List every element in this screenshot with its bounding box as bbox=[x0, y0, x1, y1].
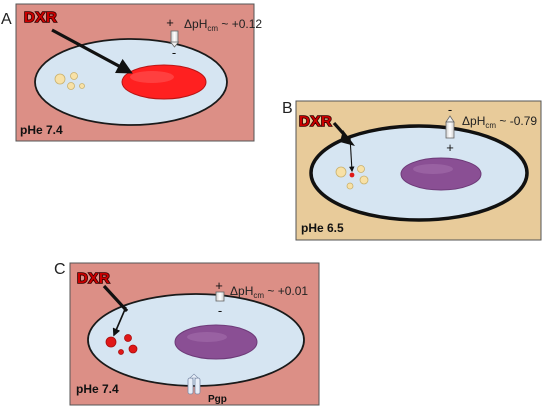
delta-ph-subscript: cm bbox=[207, 24, 218, 33]
panel-a-letter: A bbox=[1, 11, 12, 28]
panel-b-letter: B bbox=[282, 100, 293, 117]
panel-a-sign-bottom: - bbox=[172, 45, 176, 60]
drug-vesicle bbox=[128, 344, 138, 354]
channel-body bbox=[445, 121, 455, 139]
panel-c-nucleus bbox=[174, 324, 258, 360]
pgp-pump-left bbox=[187, 377, 194, 395]
delta-ph-prefix: ΔpH bbox=[462, 114, 485, 128]
drug-vesicle bbox=[105, 336, 117, 348]
panel-c-letter: C bbox=[54, 261, 66, 278]
vesicle bbox=[335, 166, 347, 178]
vesicle bbox=[346, 182, 354, 190]
panel-a-ph-label: pHe 7.4 bbox=[20, 123, 63, 137]
channel-arrow-icon bbox=[169, 41, 180, 48]
panel-c-ph-label: pHe 7.4 bbox=[76, 382, 119, 396]
panel-c-drug-arrow bbox=[102, 284, 129, 313]
panel-a-vesicles bbox=[54, 72, 85, 90]
panel-b-sign-top: - bbox=[448, 102, 452, 117]
channel-body bbox=[215, 291, 225, 302]
delta-ph-subscript: cm bbox=[485, 121, 496, 130]
panel-c-sign-top: + bbox=[215, 278, 223, 293]
panel-a-sign-top: + bbox=[166, 15, 174, 30]
delta-ph-subscript: cm bbox=[253, 291, 264, 300]
pgp-pump-arrow-icon bbox=[189, 373, 199, 379]
panel-b: B DXR - + ΔpHcm ~ -0.79 pHe 6.5 bbox=[282, 100, 542, 241]
panel-a-nucleus-highlight bbox=[130, 71, 174, 83]
panel-b-delta-ph: ΔpHcm ~ -0.79 bbox=[462, 114, 537, 130]
delta-ph-value: ~ +0.01 bbox=[264, 284, 308, 298]
vesicle bbox=[359, 175, 369, 185]
drug-vesicle bbox=[124, 334, 132, 342]
panel-b-drug-dot bbox=[349, 172, 355, 178]
panel-c-sign-bottom: - bbox=[218, 303, 222, 318]
panel-c-proton-channel bbox=[215, 291, 225, 302]
panel-c-drug-arrow-tail bbox=[112, 306, 127, 337]
panel-b-vesicles bbox=[335, 165, 369, 190]
delta-ph-value: ~ -0.79 bbox=[496, 114, 537, 128]
vesicle bbox=[70, 72, 78, 80]
panel-a-drug-arrow bbox=[51, 28, 133, 74]
vesicle bbox=[357, 165, 365, 173]
panel-b-arrowhead-icon bbox=[340, 130, 355, 146]
vesicle bbox=[79, 83, 85, 89]
panel-a-drug-label: DXR bbox=[24, 9, 57, 26]
pgp-pump-icon bbox=[187, 373, 201, 395]
delta-ph-value: ~ +0.12 bbox=[218, 17, 262, 31]
delta-ph-prefix: ΔpH bbox=[230, 284, 253, 298]
panel-b-sign-bottom: + bbox=[446, 140, 454, 155]
panel-c-drug-vesicles bbox=[105, 334, 138, 355]
vesicle bbox=[67, 82, 75, 90]
channel-body bbox=[170, 30, 179, 44]
panel-c-nucleus-highlight bbox=[187, 332, 227, 342]
panel-b-ph-label: pHe 6.5 bbox=[301, 221, 344, 235]
panel-c-drug-label: DXR bbox=[77, 270, 110, 287]
panel-c: C DXR + - ΔpHcm ~ +0.01 Pgp pHe 7.4 bbox=[54, 261, 320, 406]
panel-b-drug-label: DXR bbox=[299, 113, 332, 130]
panel-a: A DXR + - ΔpHcm ~ +0.12 pHe 7.4 bbox=[1, 3, 262, 142]
panel-b-proton-channel bbox=[445, 115, 455, 139]
drug-vesicle bbox=[118, 349, 124, 355]
vesicle bbox=[54, 73, 66, 85]
pgp-label: Pgp bbox=[208, 394, 227, 405]
panel-b-nucleus bbox=[400, 157, 482, 191]
pgp-pump-right bbox=[194, 377, 201, 395]
panel-b-nucleus-highlight bbox=[413, 164, 453, 174]
panel-a-proton-channel bbox=[169, 30, 180, 48]
panel-a-delta-ph: ΔpHcm ~ +0.12 bbox=[184, 17, 262, 33]
delta-ph-prefix: ΔpH bbox=[184, 17, 207, 31]
panel-c-delta-ph: ΔpHcm ~ +0.01 bbox=[230, 284, 308, 300]
